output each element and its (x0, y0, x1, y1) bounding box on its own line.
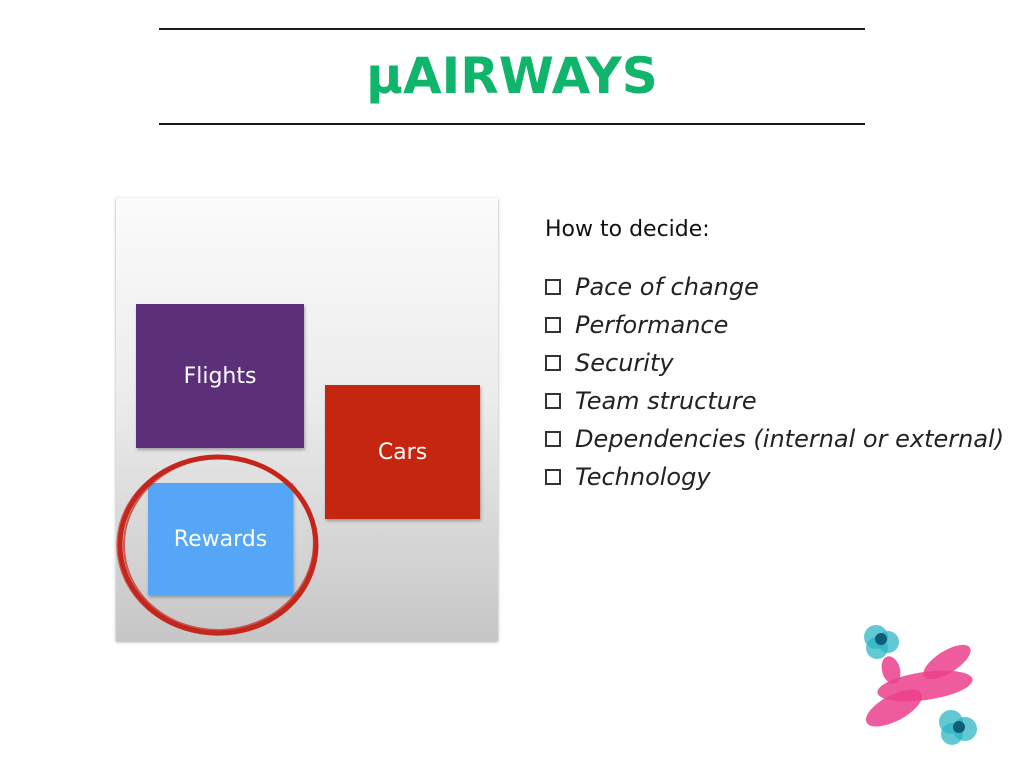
criteria-label: Security (575, 349, 674, 377)
criteria-label: Technology (575, 463, 711, 491)
airplane-logo-icon (864, 625, 977, 745)
highlight-circle (116, 454, 319, 636)
title-rule-bottom (159, 123, 865, 125)
criteria-item: Security (545, 344, 1015, 382)
flights-service-box: Flights (136, 304, 304, 448)
flights-label: Flights (183, 363, 257, 389)
checkbox-icon[interactable] (545, 355, 561, 371)
checkbox-icon[interactable] (545, 431, 561, 447)
criteria-label: Dependencies (internal or external) (575, 425, 1005, 453)
checkbox-icon[interactable] (545, 393, 561, 409)
criteria-item: Pace of change (545, 268, 1015, 306)
cars-label: Cars (377, 439, 428, 465)
criteria-item: Technology (545, 458, 1015, 496)
rewards-service-box: Rewards (148, 483, 293, 595)
title-rule-top (159, 28, 865, 30)
criteria-label: Pace of change (575, 273, 759, 301)
criteria-item: Performance (545, 306, 1015, 344)
criteria-item: Team structure (545, 382, 1015, 420)
slide-title: µAIRWAYS (366, 47, 658, 105)
checkbox-icon[interactable] (545, 317, 561, 333)
criteria-heading: How to decide: (545, 217, 710, 242)
criteria-item: Dependencies (internal or external) (545, 420, 1015, 458)
rewards-label: Rewards (173, 526, 268, 552)
checkbox-icon[interactable] (545, 279, 561, 295)
criteria-label: Team structure (575, 387, 757, 415)
cars-service-box: Cars (325, 385, 480, 519)
checkbox-icon[interactable] (545, 469, 561, 485)
criteria-label: Performance (575, 311, 729, 339)
